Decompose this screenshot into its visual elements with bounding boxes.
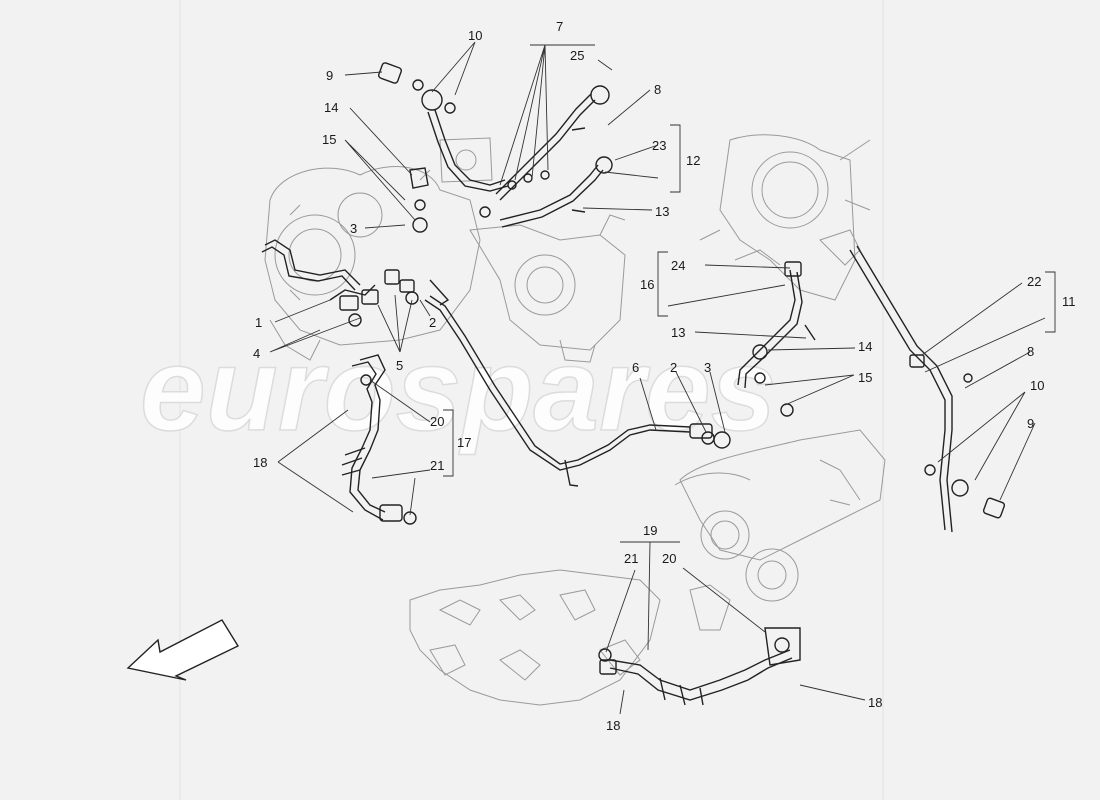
callout-20: 20: [430, 414, 444, 429]
callout-8-right: 8: [1027, 344, 1034, 359]
callout-18: 18: [253, 455, 267, 470]
callout-21-lower: 21: [624, 551, 638, 566]
callout-3-lower: 3: [704, 360, 711, 375]
callout-9: 9: [326, 68, 333, 83]
callout-19: 19: [643, 523, 657, 538]
engine-sketch-left: [264, 137, 626, 363]
callout-10: 10: [468, 28, 482, 43]
callout-20-lower: 20: [662, 551, 676, 566]
callout-13-right: 13: [671, 325, 685, 340]
callout-2-lower: 2: [670, 360, 677, 375]
callout-14-right: 14: [858, 339, 872, 354]
oil-pipe-upper: [378, 62, 613, 233]
callout-5: 5: [396, 358, 403, 373]
callout-3: 3: [350, 221, 357, 236]
callout-2: 2: [429, 315, 436, 330]
callout-15-right: 15: [858, 370, 872, 385]
oil-pipe-right: [737, 245, 1006, 533]
callout-17: 17: [457, 435, 471, 450]
arrow-down-left-icon: [126, 619, 240, 681]
turbo-sketch-lower: [674, 429, 886, 631]
callout-23: 23: [652, 138, 666, 153]
watermark: eurospares: [140, 324, 776, 456]
callout-7: 7: [556, 19, 563, 34]
callout-22: 22: [1027, 274, 1041, 289]
callout-13: 13: [655, 204, 669, 219]
callout-6: 6: [632, 360, 639, 375]
callout-4: 4: [253, 346, 260, 361]
callout-10-right: 10: [1030, 378, 1044, 393]
callout-21: 21: [430, 458, 444, 473]
callout-15: 15: [322, 132, 336, 147]
callout-9-right: 9: [1027, 416, 1034, 431]
callout-16: 16: [640, 277, 654, 292]
callout-1: 1: [255, 315, 262, 330]
callout-24: 24: [671, 258, 685, 273]
oil-pipe-left-loop: [261, 239, 450, 327]
leader-lines: [269, 41, 1056, 715]
callout-8: 8: [654, 82, 661, 97]
callout-18-lower-right: 18: [868, 695, 882, 710]
drain-pipe-19: [598, 627, 801, 706]
engine-sketch-lower: [409, 569, 661, 706]
engine-sketch-right: [699, 134, 871, 301]
callout-18-lower-left: 18: [606, 718, 620, 733]
callout-25: 25: [570, 48, 584, 63]
callout-labels: 10 9 7 25 8 23 12 13 14 15 3 1 4 5 2 20 …: [253, 19, 1076, 733]
oil-pipe-main: [424, 295, 731, 487]
callout-12: 12: [686, 153, 700, 168]
callout-14: 14: [324, 100, 338, 115]
callout-11: 11: [1062, 294, 1076, 309]
